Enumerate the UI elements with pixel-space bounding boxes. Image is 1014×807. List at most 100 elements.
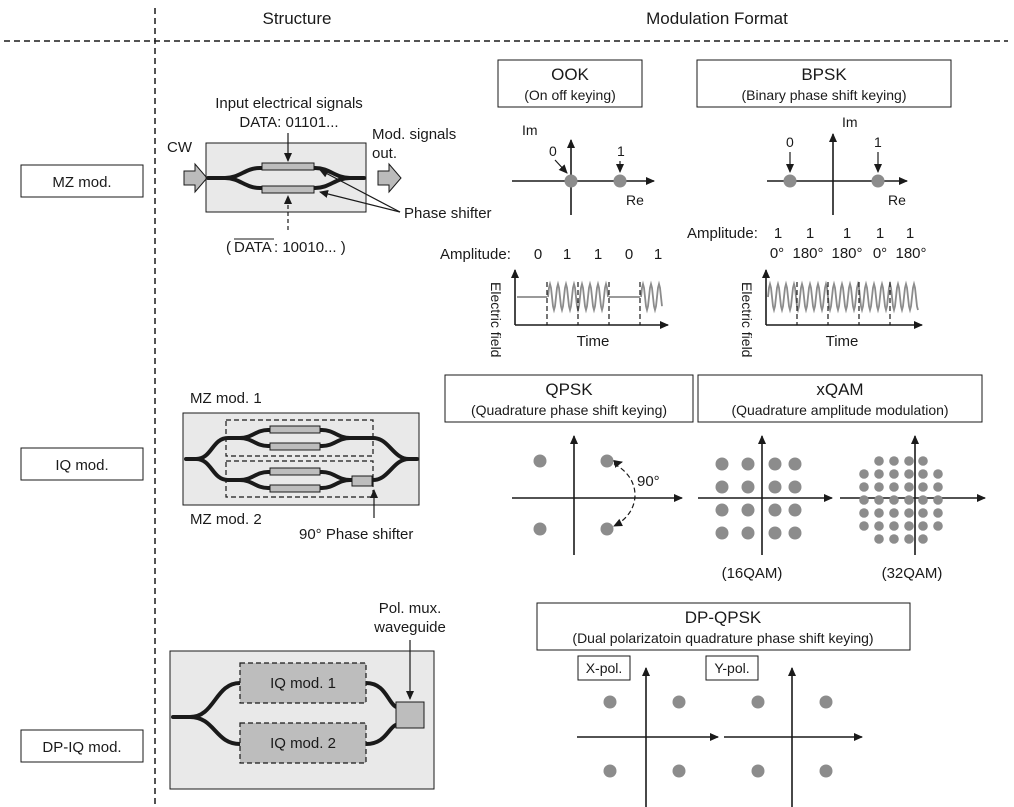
upper-phase-shifter bbox=[261, 162, 315, 171]
iq-ps-1b bbox=[269, 442, 321, 451]
qpsk-point-2 bbox=[600, 454, 614, 468]
ook-im-label: Im bbox=[522, 122, 538, 138]
bpsk-field-label: Electric field bbox=[739, 282, 755, 357]
dpiq-structure: Pol. mux. waveguide IQ mod. 1 IQ mod. 2 bbox=[169, 600, 446, 790]
qpsk-rotation-arrow-top bbox=[613, 460, 623, 468]
phase-shifter-pointer-2 bbox=[319, 190, 401, 213]
iq-mod-1-label: IQ mod. 1 bbox=[270, 675, 336, 692]
ook-amp-1: 1 bbox=[563, 246, 571, 263]
qam32-point-26 bbox=[904, 508, 914, 518]
qam32-point-14 bbox=[904, 482, 914, 492]
qam32-point-33 bbox=[918, 521, 928, 531]
bpsk-waveform bbox=[767, 280, 919, 314]
qam32-point-28 bbox=[933, 508, 943, 518]
dpqpsk-panel: DP-QPSK (Dual polarizatoin quadrature ph… bbox=[536, 602, 911, 807]
qam32-point-29 bbox=[859, 521, 869, 531]
mz-structure: Input electrical signals DATA: 01101... … bbox=[167, 95, 492, 256]
cw-input-arrow bbox=[183, 162, 208, 194]
qam16-point-6 bbox=[741, 480, 755, 494]
ypol-point-4 bbox=[819, 764, 833, 778]
ook-time-label: Time bbox=[577, 333, 610, 350]
qpsk-panel: QPSK (Quadrature phase shift keying) 90° bbox=[444, 374, 694, 555]
qam16-point-14 bbox=[741, 526, 755, 540]
output-arrow bbox=[377, 162, 402, 194]
iq-mod-1-box bbox=[239, 662, 367, 704]
qam32-point-12 bbox=[874, 482, 884, 492]
ypol-point-2 bbox=[819, 695, 833, 709]
phase-shifter-label: Phase shifter bbox=[404, 205, 492, 222]
bpsk-phase-0: 0° bbox=[770, 245, 784, 262]
ook-re-label: Re bbox=[626, 192, 644, 208]
bpsk-point-1 bbox=[871, 174, 885, 188]
ook-amp-4: 1 bbox=[654, 246, 662, 263]
bpsk-phase-1: 180° bbox=[792, 245, 823, 262]
polmux-label-1: Pol. mux. bbox=[379, 600, 442, 617]
xpol-point-4 bbox=[672, 764, 686, 778]
row-label-iq: IQ mod. bbox=[20, 447, 144, 481]
qpsk-point-4 bbox=[600, 522, 614, 536]
ook-waveform-on-2 bbox=[640, 280, 663, 314]
qam32-point-31 bbox=[889, 521, 899, 531]
iq-structure: MZ mod. 1 MZ mod. 2 90° Phase shifter bbox=[182, 390, 420, 543]
bpsk-title: BPSK bbox=[801, 65, 847, 84]
qam32-point-15 bbox=[918, 482, 928, 492]
ook-symbol-0-arrow bbox=[554, 159, 568, 174]
bpsk-amp-2: 1 bbox=[843, 225, 851, 242]
qpsk-rotation-arrow bbox=[613, 463, 636, 527]
qam16-point-13 bbox=[715, 526, 729, 540]
ook-amplitude-label: Amplitude: bbox=[440, 246, 511, 263]
polmux-label-2: waveguide bbox=[373, 619, 446, 636]
qam16-point-2 bbox=[741, 457, 755, 471]
phase-shifter-pointer-1 bbox=[319, 169, 401, 213]
bpsk-amp-1: 1 bbox=[806, 225, 814, 242]
qam32-point-2 bbox=[889, 456, 899, 466]
qam16-point-4 bbox=[788, 457, 802, 471]
xpol-box bbox=[577, 655, 631, 681]
qam32-point-17 bbox=[859, 495, 869, 505]
bpsk-amplitude-label: Amplitude: bbox=[687, 225, 758, 242]
bpsk-panel: BPSK (Binary phase shift keying) Im Re 0… bbox=[687, 59, 952, 357]
qam32-label: (32QAM) bbox=[882, 565, 943, 582]
ypol-box bbox=[705, 655, 759, 681]
ook-amp-2: 1 bbox=[594, 246, 602, 263]
polmux-block bbox=[395, 701, 425, 729]
qam16-point-12 bbox=[788, 503, 802, 517]
qam16-point-9 bbox=[715, 503, 729, 517]
qam16-point-11 bbox=[768, 503, 782, 517]
xpol-point-1 bbox=[603, 695, 617, 709]
ook-subtitle: (On off keying) bbox=[524, 87, 616, 103]
qam32-point-23 bbox=[859, 508, 869, 518]
qam32-point-1 bbox=[874, 456, 884, 466]
qam32-point-35 bbox=[874, 534, 884, 544]
ook-symbol-1-label: 1 bbox=[617, 143, 625, 159]
input-signal-label: Input electrical signals bbox=[215, 95, 363, 112]
qam16-point-10 bbox=[741, 503, 755, 517]
qam32-point-38 bbox=[918, 534, 928, 544]
qam32-point-20 bbox=[904, 495, 914, 505]
qpsk-angle-label: 90° bbox=[637, 473, 660, 490]
qam32-point-18 bbox=[874, 495, 884, 505]
row-label-dpiq: DP-IQ mod. bbox=[20, 729, 144, 763]
dpqpsk-subtitle: (Dual polarizatoin quadrature phase shif… bbox=[572, 630, 873, 646]
bpsk-symbol-0-label: 0 bbox=[786, 134, 794, 150]
qam32-point-13 bbox=[889, 482, 899, 492]
xqam-title: xQAM bbox=[816, 380, 863, 399]
dpqpsk-title: DP-QPSK bbox=[685, 608, 762, 627]
qam16-point-3 bbox=[768, 457, 782, 471]
data-bar-word: DATA bbox=[234, 239, 272, 256]
iq-ps-2a bbox=[269, 467, 321, 476]
row-label-mz-text: MZ mod. bbox=[52, 174, 111, 191]
ook-point-1 bbox=[613, 174, 627, 188]
qam32-point-21 bbox=[918, 495, 928, 505]
qam32-point-16 bbox=[933, 482, 943, 492]
data-bar-open-paren: ( bbox=[226, 239, 231, 256]
bpsk-amp-3: 1 bbox=[876, 225, 884, 242]
row-label-iq-text: IQ mod. bbox=[55, 457, 108, 474]
qam32-point-24 bbox=[874, 508, 884, 518]
ypol-label: Y-pol. bbox=[714, 660, 749, 676]
ook-amp-3: 0 bbox=[625, 246, 633, 263]
bpsk-re-label: Re bbox=[888, 192, 906, 208]
input-data-label: DATA: 01101... bbox=[239, 114, 338, 131]
qam32-point-25 bbox=[889, 508, 899, 518]
